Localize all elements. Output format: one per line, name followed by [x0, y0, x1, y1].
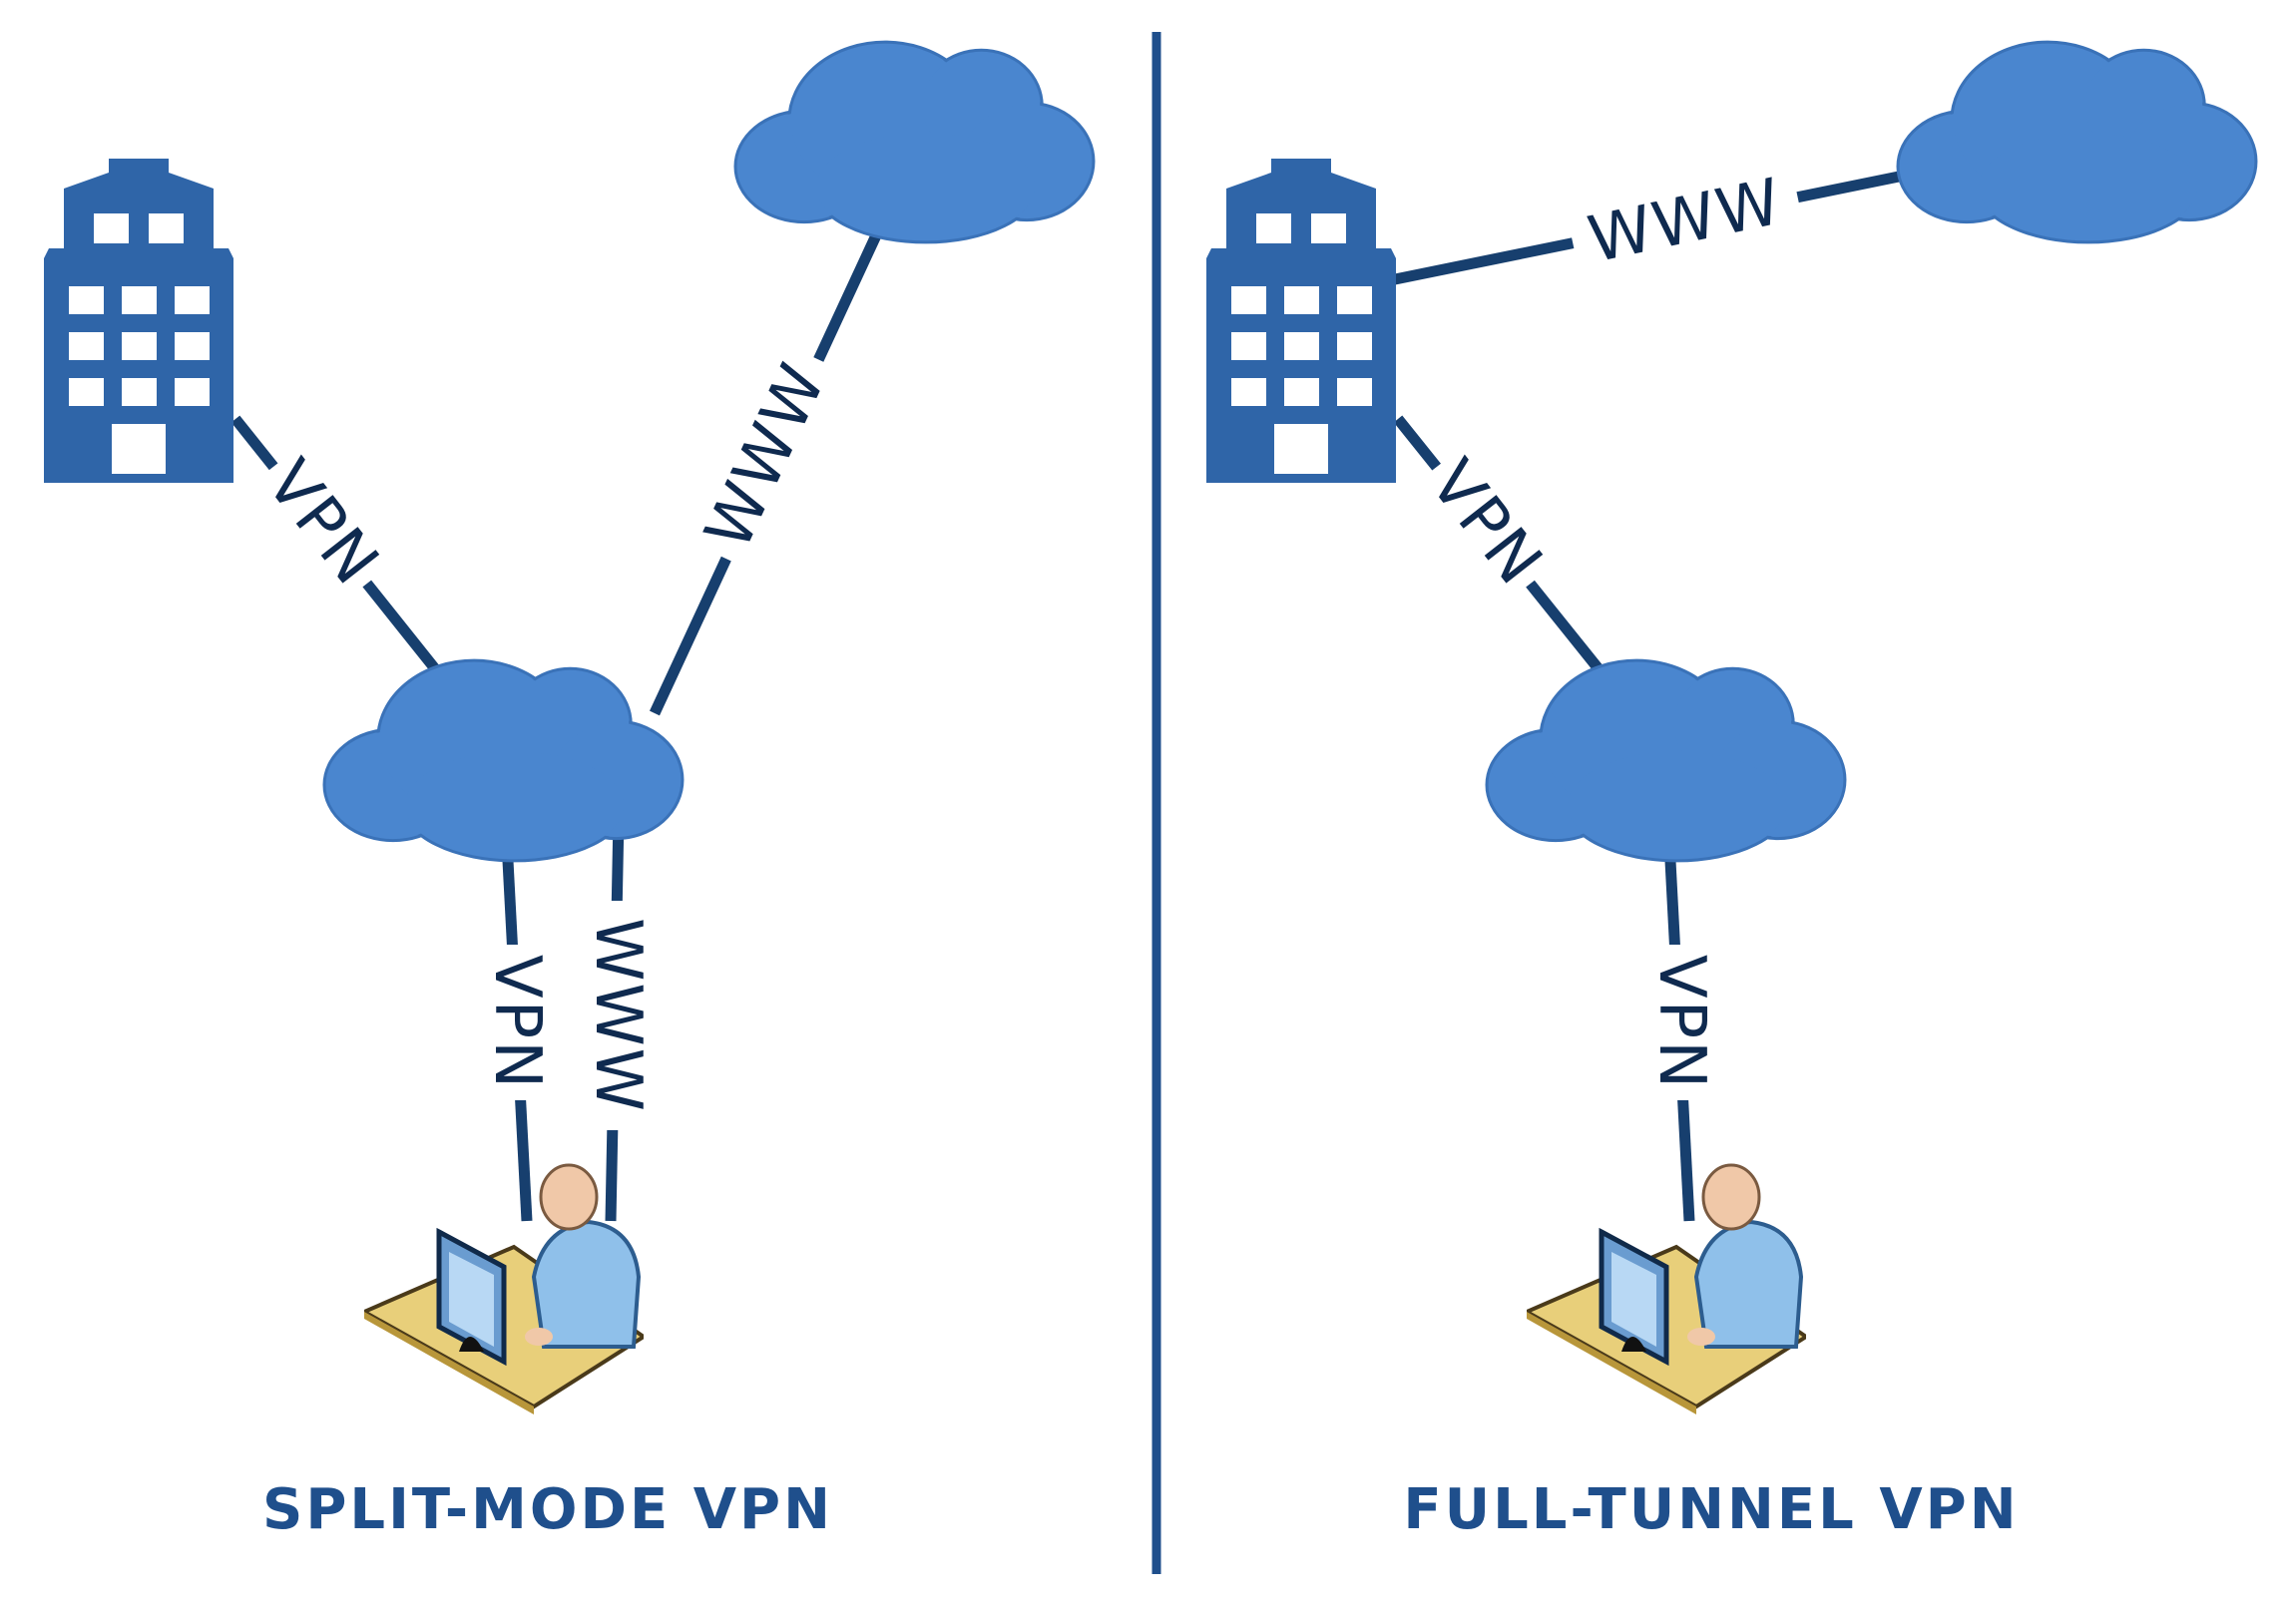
office-building-icon [1206, 159, 1396, 483]
remote-user-icon [1527, 1165, 1806, 1414]
www-label: WWW [581, 918, 655, 1113]
remote-user-icon [364, 1165, 644, 1414]
vpn-cloud-icon [322, 658, 685, 863]
split-mode-title: SPLIT-MODE VPN [262, 1477, 833, 1542]
internet-cloud-icon [1896, 40, 2258, 244]
full-tunnel-panel: WWW VPN VPN FULL-TUNNEL VPN [1206, 40, 2258, 1542]
full-tunnel-title: FULL-TUNNEL VPN [1403, 1477, 2019, 1542]
vpn-cloud-icon [1485, 658, 1847, 863]
vpn-label: VPN [1644, 955, 1718, 1090]
www-label: WWW [691, 352, 841, 561]
vpn-label: VPN [480, 955, 554, 1090]
split-mode-panel: VPN WWW VPN WWW SPLIT-MODE VPN [44, 40, 1096, 1542]
internet-cloud-icon [733, 40, 1096, 244]
office-building-icon [44, 159, 233, 483]
